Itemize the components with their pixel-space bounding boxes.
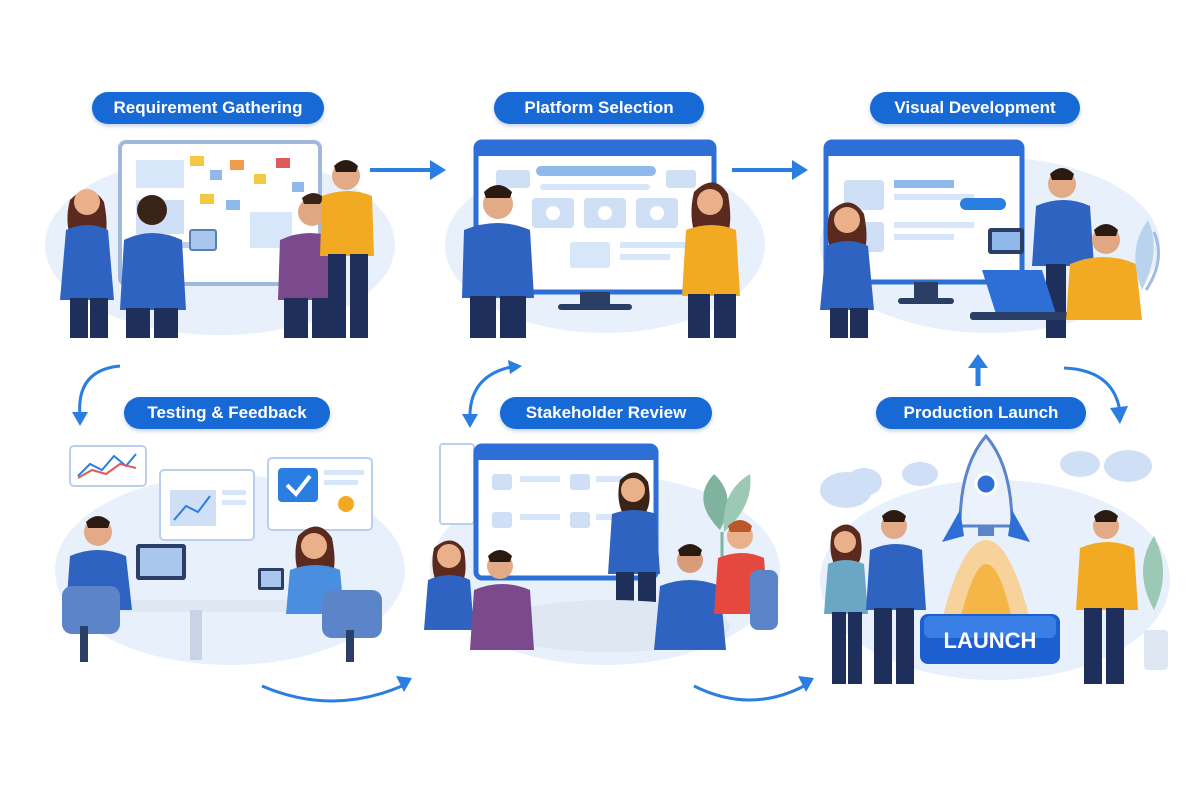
stage-label-platform-selection: Platform Selection — [494, 92, 704, 124]
curved-arrow-icon — [258, 668, 418, 708]
launch-button-label: LAUNCH — [944, 628, 1037, 653]
whiteboard — [118, 140, 322, 286]
scene-visual-development — [810, 130, 1170, 340]
scene-platform-selection — [440, 130, 770, 340]
desk — [100, 600, 320, 612]
curved-arrow-icon — [1060, 362, 1132, 428]
person-man-purple — [278, 193, 344, 338]
person-man-yellow — [1076, 510, 1138, 684]
rocket-icon — [942, 433, 1030, 542]
stage-label-production-launch: Production Launch — [876, 397, 1086, 429]
scene-production-launch: LAUNCH — [810, 430, 1180, 692]
stage-label-requirement-gathering: Requirement Gathering — [92, 92, 324, 124]
person-man-center — [120, 195, 217, 338]
scene-stakeholder-review — [420, 440, 790, 670]
arrow-right-icon — [368, 158, 448, 182]
launch-button[interactable]: LAUNCH — [920, 614, 1060, 664]
stage-label-stakeholder-review: Stakeholder Review — [500, 397, 712, 429]
scene-requirement-gathering — [40, 130, 400, 340]
person-woman-small — [824, 524, 868, 684]
person-woman-right — [258, 526, 382, 662]
person-woman-right — [682, 182, 740, 338]
person-man-left — [62, 516, 186, 662]
stage-label-testing-feedback: Testing & Feedback — [124, 397, 330, 429]
person-woman-left — [820, 202, 874, 338]
arrow-up-icon — [966, 352, 990, 388]
curved-arrow-icon — [68, 360, 128, 430]
laptop — [970, 270, 1080, 320]
person-man-blue — [866, 510, 926, 684]
plant-icon — [1143, 536, 1168, 670]
person-woman-left — [60, 189, 114, 338]
person-man-red — [714, 520, 778, 630]
person-man-left — [462, 185, 534, 338]
stage-label-visual-development: Visual Development — [870, 92, 1080, 124]
analytics-panel — [159, 469, 255, 541]
monitor — [473, 139, 717, 310]
checkmark-panel — [267, 457, 373, 531]
person-man-yellow — [1066, 224, 1142, 320]
plant-icon — [1135, 220, 1160, 291]
checkmark-icon — [285, 474, 312, 498]
curved-arrow-icon — [456, 358, 526, 430]
scene-testing-feedback — [40, 440, 410, 670]
person-woman-seated — [424, 540, 474, 630]
person-man-yellow — [320, 160, 374, 338]
curved-arrow-icon — [690, 668, 820, 708]
chart-panel — [69, 445, 147, 487]
rocket-flame — [942, 540, 1030, 620]
person-man-purple — [470, 550, 534, 650]
person-man-blue — [654, 544, 726, 650]
arrow-right-icon — [730, 158, 810, 182]
cloud-icon — [820, 450, 1152, 508]
